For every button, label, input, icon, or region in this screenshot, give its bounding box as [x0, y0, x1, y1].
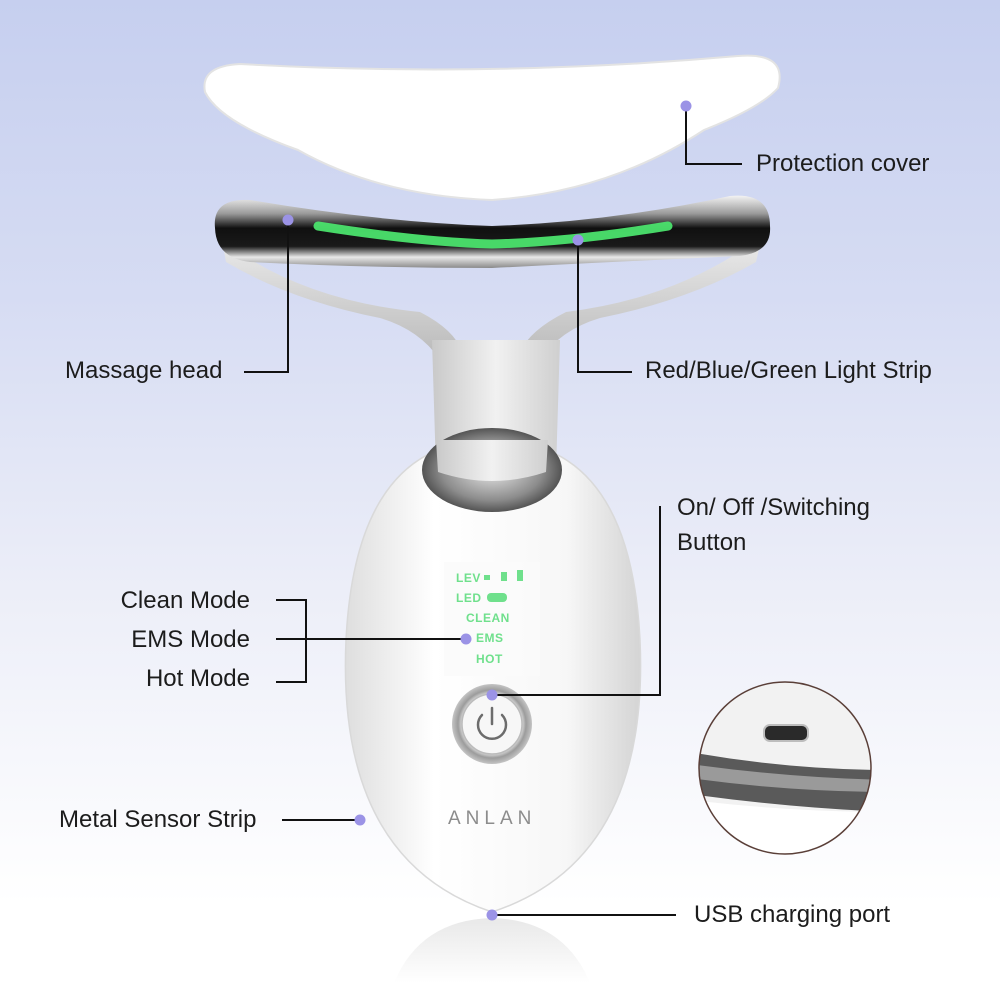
power-icon [476, 713, 508, 741]
label-protection-cover: Protection cover [756, 150, 930, 177]
leader-lines [244, 106, 742, 916]
screen-led: LED [456, 591, 482, 605]
label-power-button: On/ Off /Switching Button [677, 494, 870, 556]
marker-dots [282, 100, 692, 921]
screen-icons [484, 570, 523, 602]
label-hot-mode: Hot Mode [145, 665, 250, 692]
label-usb-port: USB charging port [694, 901, 891, 928]
screen-ems: EMS [476, 631, 504, 645]
label-light-strip: Red/Blue/Green Light Strip [645, 357, 932, 384]
label-ems-mode: EMS Mode [131, 626, 250, 653]
screen-hot: HOT [476, 652, 503, 666]
usb-inset [699, 682, 871, 854]
label-massage-head: Massage head [65, 357, 223, 384]
label-clean-mode: Clean Mode [120, 587, 250, 614]
led-strip [313, 221, 673, 249]
massage-head-shape [214, 195, 771, 268]
usb-port-slot [763, 724, 809, 742]
screen-lev: LEV [456, 571, 481, 585]
protection-cover-shape [203, 54, 781, 202]
label-metal-sensor: Metal Sensor Strip [59, 806, 257, 833]
screen-clean: CLEAN [466, 611, 510, 625]
brand-logo: ANLAN [448, 808, 537, 829]
